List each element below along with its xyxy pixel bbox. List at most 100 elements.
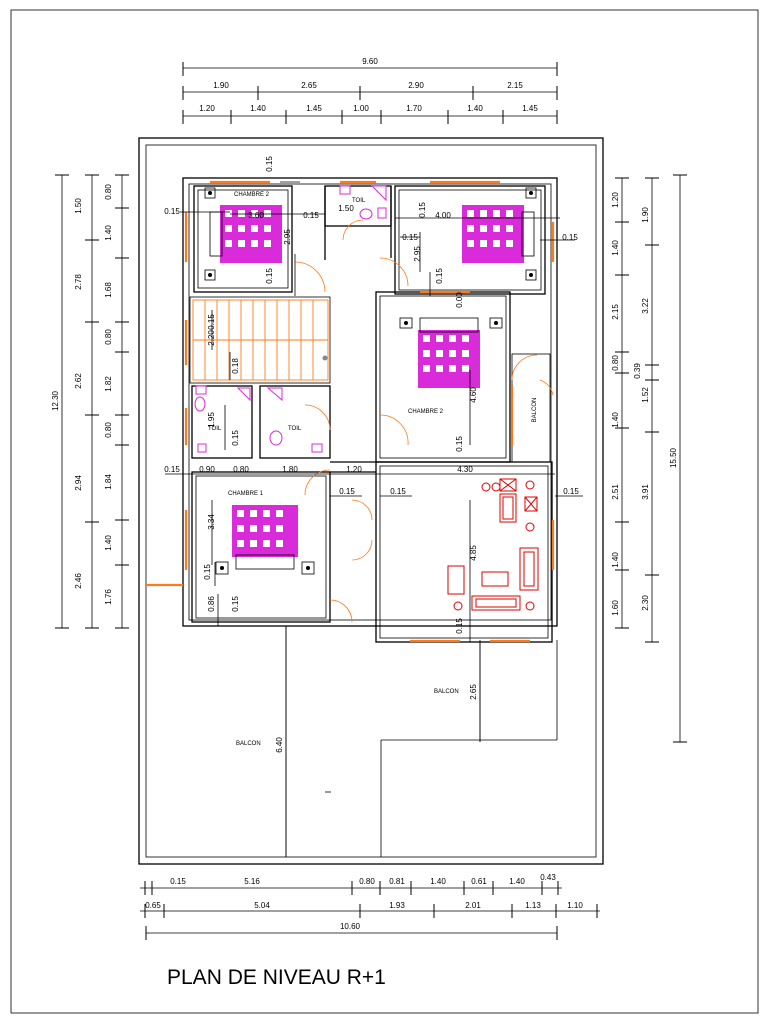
dim-int-ac: 0.15: [390, 487, 406, 496]
dim-int-y: 1.80: [282, 465, 298, 474]
dim-right-mid-3: 0.39: [633, 363, 642, 379]
dim-bottom-total: 10.60: [340, 922, 361, 931]
dim-left-mid-2: 2.78: [74, 274, 83, 290]
dim-int-o: 2.20: [207, 330, 216, 346]
dim-int-e: 0.15: [418, 202, 427, 218]
dim-int-m: 0.15: [435, 268, 444, 284]
dim-right-inner-5: 1.40: [611, 412, 620, 428]
dim-int-k: 2.95: [413, 246, 422, 262]
dim-int-n: 0.00: [455, 292, 464, 308]
dim-right-mid-1: 1.90: [641, 207, 650, 223]
dim-right-inner-6: 2.51: [611, 484, 620, 500]
dim-int-p: 0.15: [207, 314, 216, 330]
dim-int-ak: 2.65: [469, 684, 478, 700]
dim-int-u: 0.15: [455, 436, 464, 452]
doors: [294, 219, 554, 623]
dim-top-row2-2: 2.65: [301, 81, 317, 90]
top-dimensions: 9.60 1.90 2.65 2.90 2.15 1.20 1.40 1.45 …: [182, 57, 558, 124]
dim-int-x: 0.80: [233, 465, 249, 474]
dim-bottom-row1-8: 0.43: [540, 873, 556, 882]
dim-right-inner-7: 1.40: [611, 552, 620, 568]
dim-left-inner-6: 0.80: [104, 422, 113, 438]
dim-int-c: 0.15: [303, 211, 319, 220]
nightstand-icon: [204, 187, 537, 575]
dim-bottom-row1-6: 0.61: [471, 877, 487, 886]
dim-int-al: 6.40: [275, 737, 284, 753]
room-label-toil-small: TOIL: [208, 426, 222, 432]
dim-int-ah: 0.86: [207, 596, 216, 612]
dim-left-inner-5: 1.82: [104, 376, 113, 392]
dim-left-inner-1: 0.80: [104, 184, 113, 200]
dim-right-mid-2: 3.22: [641, 298, 650, 314]
dim-bottom-row2-4: 2.01: [465, 901, 481, 910]
bottom-dimensions: 0.15 5.16 0.80 0.81 1.40 0.61 1.40 0.43 …: [140, 873, 600, 940]
windows: [184, 180, 555, 643]
dim-int-f: 4.00: [435, 211, 451, 220]
plan-outline: [138, 137, 604, 865]
dim-left-inner-7: 1.84: [104, 474, 113, 490]
dim-top-row3-5: 1.70: [406, 104, 422, 113]
dim-int-s: 1.95: [207, 412, 216, 428]
dim-left-total: 12.30: [51, 390, 60, 411]
dim-int-aj: 0.15: [455, 618, 464, 634]
dim-left-mid-3: 2.62: [74, 373, 83, 389]
room-labels: CHAMBRE 2 TOIL CHAMBRE 2 TOIL TOIL BALCO…: [208, 192, 538, 747]
interior-dimensions: 0.15 3.60 0.15 1.50 0.15 4.00 0.15 2.95 …: [164, 156, 583, 857]
dim-int-d: 1.50: [338, 204, 354, 213]
drawing-title: PLAN DE NIVEAU R+1: [167, 966, 386, 989]
sofa-icon: [447, 547, 539, 611]
dim-int-ag: 0.15: [203, 564, 212, 580]
dim-int-l: 0.15: [265, 268, 274, 284]
dim-top-row3-7: 1.45: [522, 104, 538, 113]
staircase: [192, 299, 329, 381]
room-label-chambre-1: CHAMBRE 1: [228, 491, 264, 497]
dim-int-i: 0.15: [402, 233, 418, 242]
dim-top-row3-1: 1.20: [199, 104, 215, 113]
right-dimensions: 1.20 1.40 2.15 0.80 1.40 2.51 1.40 1.60 …: [611, 174, 687, 743]
dim-left-mid-4: 2.94: [74, 475, 83, 491]
dim-bottom-row1-7: 1.40: [509, 877, 525, 886]
dim-left-mid-1: 1.50: [74, 198, 83, 214]
dim-top-row2-4: 2.15: [507, 81, 523, 90]
room-label-chambre-east: CHAMBRE 2: [408, 409, 444, 415]
dim-int-ae: 3.34: [207, 514, 216, 530]
bed-icon: [462, 205, 535, 263]
dim-int-q: 0.18: [231, 358, 240, 374]
dim-bottom-row1-3: 0.80: [359, 877, 375, 886]
dim-int-aa: 4.30: [457, 465, 473, 474]
dim-left-inner-8: 1.40: [104, 535, 113, 551]
dim-int-a: 0.15: [265, 156, 274, 172]
dim-int-af: 4.85: [469, 545, 478, 561]
room-label-balcon-east: BALCON: [532, 398, 538, 423]
dim-right-inner-8: 1.60: [611, 600, 620, 616]
dim-bottom-row1-5: 1.40: [430, 877, 446, 886]
toilet-icon: [194, 185, 387, 453]
dim-int-ab: 0.15: [339, 487, 355, 496]
dim-left-mid-5: 2.46: [74, 573, 83, 589]
room-label-chambre-nw: CHAMBRE 2: [234, 192, 270, 198]
dim-int-t: 0.15: [231, 430, 240, 446]
dim-right-inner-3: 2.15: [611, 304, 620, 320]
dim-top-row2-1: 1.90: [213, 81, 229, 90]
dim-right-total: 15.50: [669, 447, 678, 468]
bed-icon: [418, 317, 480, 388]
dim-top-row3-3: 1.45: [306, 104, 322, 113]
dim-int-h: 2.95: [283, 229, 292, 245]
dim-int-b: 3.60: [248, 211, 264, 220]
dim-left-inner-2: 1.40: [104, 225, 113, 241]
dim-bottom-row2-6: 1.10: [567, 901, 583, 910]
dim-top-row2-3: 2.90: [408, 81, 424, 90]
dim-right-mid-6: 2.30: [641, 595, 650, 611]
dim-right-inner-4: 0.80: [611, 355, 620, 371]
left-dimensions: 12.30 1.50 2.78 2.62 2.94 2.46 0.80 1.40…: [51, 174, 129, 629]
dim-int-j: 0.15: [562, 233, 578, 242]
bed-icon: [209, 205, 282, 263]
dim-int-z: 1.20: [346, 465, 362, 474]
dim-top-row3-6: 1.40: [467, 104, 483, 113]
dim-int-ad: 0.15: [563, 487, 579, 496]
dim-right-mid-5: 3.91: [641, 484, 650, 500]
dim-bottom-row1-2: 5.16: [244, 877, 260, 886]
dim-right-inner-2: 1.40: [611, 240, 620, 256]
